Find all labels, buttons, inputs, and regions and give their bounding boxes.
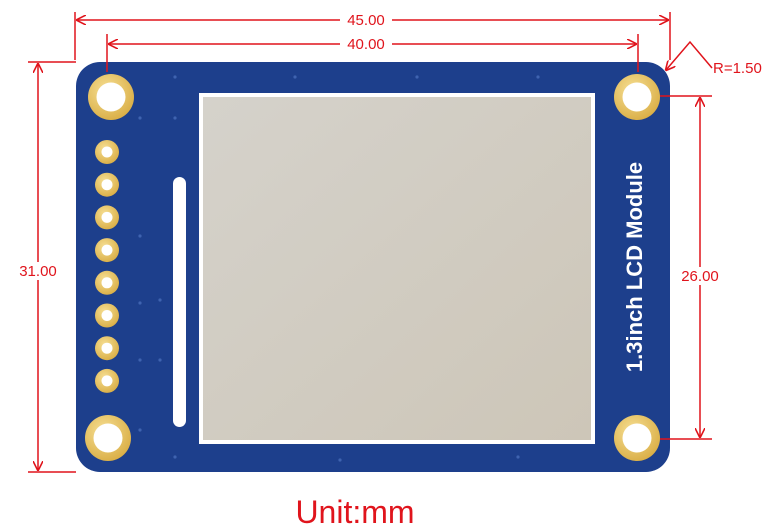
header-pin	[95, 336, 119, 361]
dimension-hole-spacing-y: 26.00	[660, 95, 726, 440]
unit-label: Unit:mm	[295, 494, 414, 530]
header-pin	[95, 368, 119, 393]
hole-spacing-y-value: 26.00	[681, 268, 719, 285]
header-pin	[95, 172, 119, 197]
lcd-screen	[203, 97, 591, 440]
mounting-hole-top-right	[614, 74, 660, 120]
corner-radius-value: R=1.50	[713, 60, 762, 77]
dimension-board-height: 31.00	[12, 61, 76, 473]
header-pin	[95, 303, 119, 328]
mounting-holes	[85, 74, 660, 461]
hole-spacing-x-value: 40.00	[347, 36, 385, 53]
dimension-hole-spacing-x: 40.00	[106, 34, 639, 72]
header-pin	[95, 140, 119, 164]
ribbon-slot	[173, 177, 186, 427]
mounting-hole-bottom-left	[85, 415, 131, 461]
mounting-hole-bottom-right	[614, 415, 660, 461]
header-pin	[95, 270, 119, 295]
header-pin	[95, 238, 119, 263]
radius-leader-line	[666, 40, 713, 70]
board-height-value: 31.00	[19, 263, 57, 280]
dimension-corner-radius: R=1.50	[666, 40, 762, 77]
header-pins	[95, 140, 119, 393]
pcb-board: 1.3inch LCD Module	[76, 62, 670, 472]
mounting-hole-top-left	[88, 74, 134, 120]
dimension-board-width: 45.00	[74, 11, 671, 60]
board-width-value: 45.00	[347, 12, 385, 29]
module-label: 1.3inch LCD Module	[622, 162, 647, 372]
header-pin	[95, 205, 119, 230]
